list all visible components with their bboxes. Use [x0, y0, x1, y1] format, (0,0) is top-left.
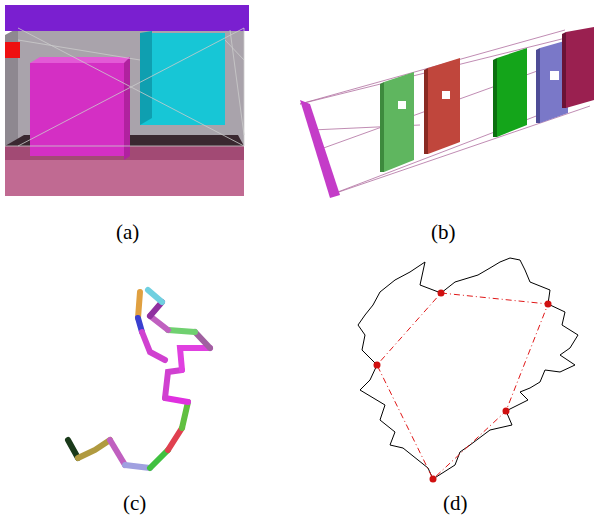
panel-label: (c): [123, 491, 146, 516]
panel-label: (d): [443, 491, 468, 516]
jagged-polygon-hull: [358, 258, 578, 483]
box-scene: [5, 5, 249, 196]
panel-label: (a): [116, 220, 139, 245]
linkage-chain: [68, 290, 210, 468]
door-sequence: [300, 27, 594, 198]
panel-label: (b): [431, 220, 456, 245]
